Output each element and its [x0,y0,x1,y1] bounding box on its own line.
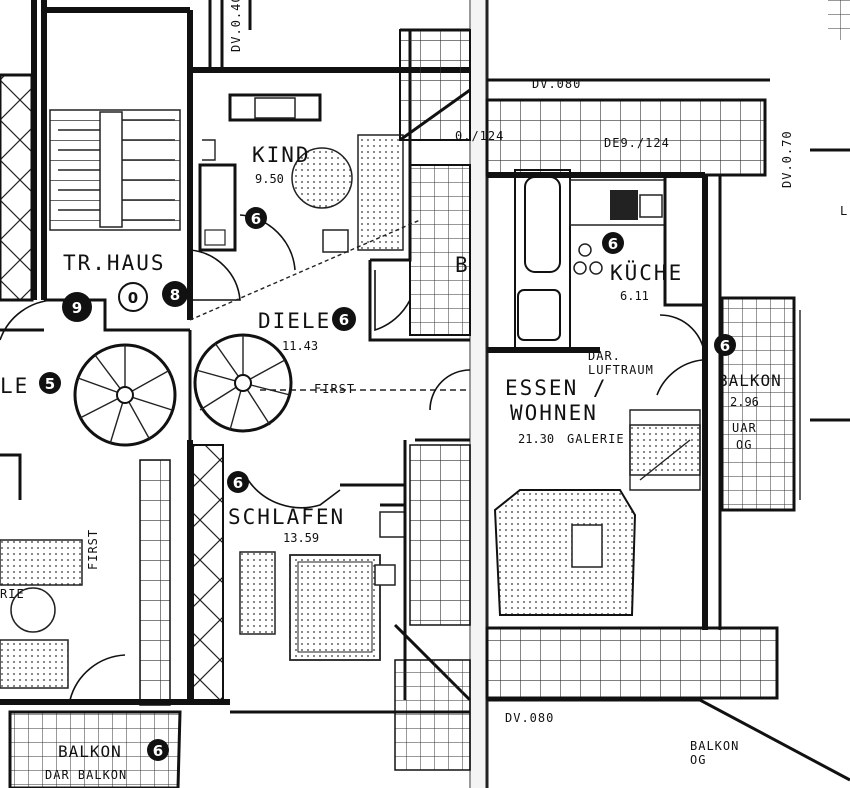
balkon-right-sub1: UAR [732,421,757,435]
luftraum-line1: DAR. [588,349,621,363]
marker-kind: 6 [245,207,267,229]
svg-text:6: 6 [251,210,261,228]
first-center: FIRST [314,382,355,396]
luftraum-line2: LUFTRAUM [588,363,654,377]
balkon-og-line2: OG [690,753,706,767]
balkon-bottom-name: BALKON [58,742,122,761]
svg-text:9: 9 [72,299,82,317]
spiral-stair-right [193,333,293,433]
balkon-right-name: BALKON [718,371,782,390]
galerie-label: GALERIE [567,432,625,446]
right-sheet-walls [485,0,850,782]
rie-partial: RIE [0,587,25,601]
room-name-schlafen: SCHLAFEN [228,505,345,529]
room-area-schlafen: 13.59 [283,531,319,545]
room-area-essen-wohnen: 21.30 [518,432,554,446]
balcony-bottom-left [8,710,470,788]
room-area-kueche: 6.11 [620,289,649,303]
room-area-diele: 11.43 [282,339,318,353]
first-left: FIRST [86,529,100,570]
room-labels: KIND 9.50 TR.HAUS DIELE 11.43 SCHLAFEN 1… [0,143,782,782]
balkon-bottom-sub: DAR BALKON [45,768,127,782]
room-name-bad-partial: B [455,253,470,277]
sheet-fold [469,0,489,788]
annotation-labels: DV.0.40 DV.080 DV.0.70 DV.080 DE9./124 0… [0,0,848,725]
marker-left-room: 5 [39,372,61,394]
svg-text:6: 6 [153,742,163,760]
svg-text:8: 8 [170,286,180,304]
marker-balkon-right: 6 [714,334,736,356]
room-name-essen: ESSEN / [505,376,608,400]
svg-text:6: 6 [339,311,349,329]
marker-kueche: 6 [602,232,624,254]
svg-text:0: 0 [128,289,138,307]
marker-treppenhaus-a: 9 [62,292,92,322]
balkon-right-area: 2.96 [730,395,759,409]
room-name-treppenhaus: TR.HAUS [63,251,166,275]
marker-diele: 6 [332,307,356,331]
svg-text:6: 6 [608,235,618,253]
balkon-og-line1: BALKON [690,739,739,753]
marker-treppenhaus-b: 0 [118,282,148,312]
spiral-stair-left [73,343,177,447]
balkon-right-sub2: OG [736,438,752,452]
room-name-left: LE [0,374,29,398]
dv-top: DV.080 [532,77,581,91]
dv-bottom: DV.080 [505,711,554,725]
left-sheet-walls [0,0,472,788]
marker-schlafen: 6 [227,471,249,493]
de-top-left: 0./124 [455,129,504,143]
dv-top-left: DV.0.40 [229,0,243,52]
svg-text:6: 6 [233,474,243,492]
marker-treppenhaus-c: 8 [162,281,188,307]
dv-right: DV.0.70 [780,130,794,188]
svg-text:5: 5 [45,375,55,393]
room-name-kind: KIND [252,143,311,167]
room-name-wohnen: WOHNEN [510,401,598,425]
room-name-kueche: KÜCHE [610,260,683,285]
marker-balkon-bottom: 6 [147,739,169,761]
edge-l: L [840,204,848,218]
room-name-diele: DIELE [258,309,331,333]
svg-text:6: 6 [720,337,730,355]
de-top: DE9./124 [604,136,670,150]
room-area-kind: 9.50 [255,172,284,186]
room-markers: 6 9 0 8 6 6 6 5 6 6 [39,207,736,761]
